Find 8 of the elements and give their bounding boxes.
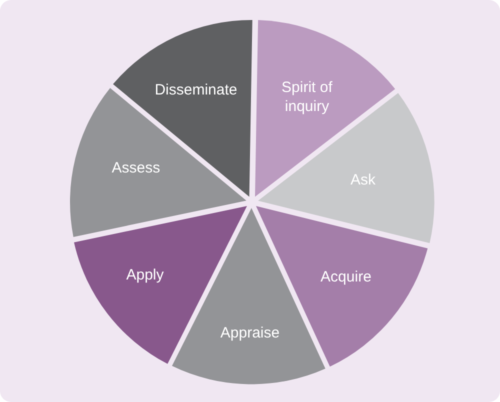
wheel-segment [254, 20, 395, 197]
segment-label: Apply [126, 265, 164, 284]
segment-label: Appraise [220, 323, 280, 342]
segment-label: Spirit of inquiry [280, 78, 334, 116]
wheel-segment [113, 20, 253, 197]
segment-label: Acquire [320, 267, 372, 286]
segment-label: Assess [112, 158, 160, 178]
segment-label: Disseminate [154, 80, 238, 100]
